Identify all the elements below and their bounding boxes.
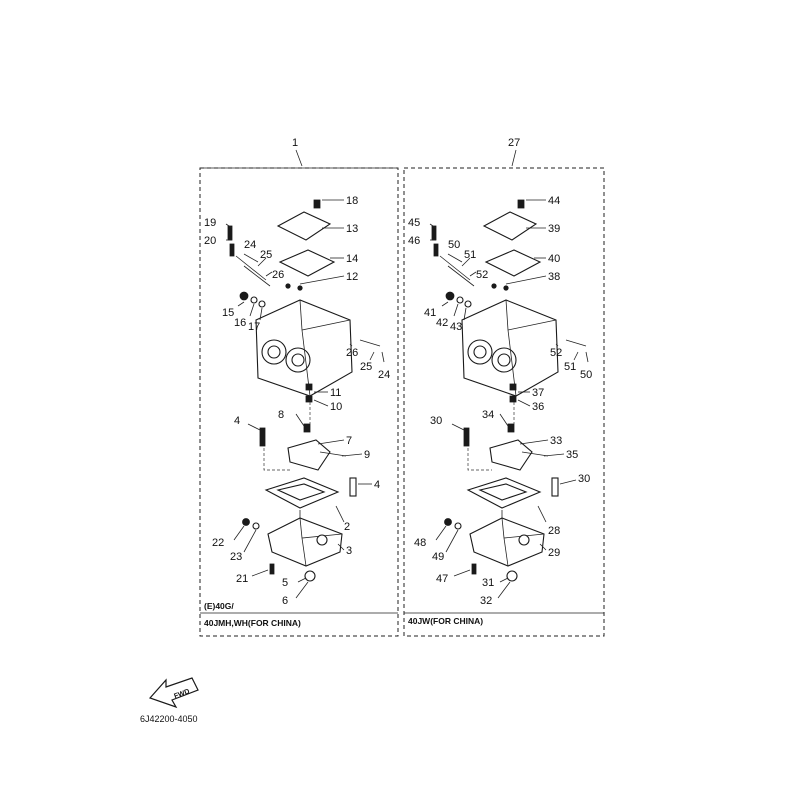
callout-right: 52 [476, 269, 488, 281]
callout-left: 24 [378, 369, 390, 381]
callout-left: 14 [346, 253, 358, 265]
callout-left: 9 [364, 449, 370, 461]
float-chamber-left [242, 477, 357, 582]
callout-left: 15 [222, 307, 234, 319]
assembly-leader-right [511, 149, 517, 167]
callout-right: 37 [532, 387, 544, 399]
callout-right: 35 [566, 449, 578, 461]
callout-left: 2 [344, 521, 350, 533]
callout-right: 42 [436, 317, 448, 329]
callout-left: 11 [330, 387, 341, 399]
carburetor-cover-right [431, 199, 542, 291]
callout-right: 40 [548, 253, 560, 265]
callout-right: 36 [532, 401, 544, 413]
assembly-label-right: 27 [508, 137, 520, 149]
callout-left: 12 [346, 271, 358, 283]
callout-left: 23 [230, 551, 242, 563]
callout-left: 10 [330, 401, 342, 413]
carburetor-cover-left [227, 199, 336, 291]
callout-right: 31 [482, 577, 494, 589]
callout-left: 21 [236, 573, 248, 585]
callout-right: 33 [550, 435, 562, 447]
callout-left: 24 [244, 239, 256, 251]
float-assembly-right [463, 383, 549, 471]
panel-left: 1 (E)40G/ 40JMH,WH(FOR CHINA) [199, 137, 399, 637]
callout-right: 49 [432, 551, 444, 563]
callout-right: 38 [548, 271, 560, 283]
panel-right: 27 40JW(FOR CHINA) [403, 137, 605, 637]
callout-left: 16 [234, 317, 246, 329]
caption-line1-left: (E)40G/ [204, 601, 234, 611]
leaders-left [225, 199, 385, 599]
frame-left [199, 167, 399, 637]
callout-left: 25 [360, 361, 372, 373]
callout-right: 48 [414, 537, 426, 549]
callout-right: 51 [464, 249, 476, 261]
callout-right: 43 [450, 321, 462, 333]
callout-right: 46 [408, 235, 420, 247]
callout-right: 39 [548, 223, 560, 235]
callout-right: 32 [480, 595, 492, 607]
callout-left: 7 [346, 435, 352, 447]
callout-right: 30 [578, 473, 590, 485]
callout-left: 4 [374, 479, 380, 491]
callout-left: 13 [346, 223, 358, 235]
callout-left: 5 [282, 577, 288, 589]
callout-left: 18 [346, 195, 358, 207]
callout-left: 25 [260, 249, 272, 261]
callout-right: 30 [430, 415, 442, 427]
callout-right: 52 [550, 347, 562, 359]
callout-left: 26 [346, 347, 358, 359]
callout-left: 6 [282, 595, 288, 607]
callout-right: 28 [548, 525, 560, 537]
assembly-leader-left [295, 149, 303, 167]
frame-right [403, 167, 605, 637]
assembly-label-left: 1 [292, 137, 298, 149]
float-chamber-right [444, 477, 559, 582]
carburetor-body-left [239, 291, 381, 397]
caption-line1-right: 40JW(FOR CHINA) [408, 616, 483, 626]
callout-right: 41 [424, 307, 436, 319]
callout-left: 4 [234, 415, 240, 427]
drawing-code: 6J42200-4050 [140, 714, 198, 724]
callout-right: 50 [580, 369, 592, 381]
callout-left: 17 [248, 321, 260, 333]
callout-left: 26 [272, 269, 284, 281]
callout-right: 29 [548, 547, 560, 559]
callout-left: 22 [212, 537, 224, 549]
callout-left: 3 [346, 545, 352, 557]
leaders-right [429, 199, 589, 599]
callout-left: 20 [204, 235, 216, 247]
caption-line2-left: 40JMH,WH(FOR CHINA) [204, 618, 301, 628]
callout-right: 45 [408, 217, 420, 229]
float-assembly-left [259, 383, 347, 471]
callout-right: 51 [564, 361, 576, 373]
callout-left: 8 [278, 409, 284, 421]
callout-right: 47 [436, 573, 448, 585]
forward-arrow-icon: FWD [148, 677, 199, 709]
carburetor-body-right [445, 291, 587, 397]
callout-left: 19 [204, 217, 216, 229]
callout-right: 50 [448, 239, 460, 251]
callout-right: 34 [482, 409, 494, 421]
callout-right: 44 [548, 195, 560, 207]
